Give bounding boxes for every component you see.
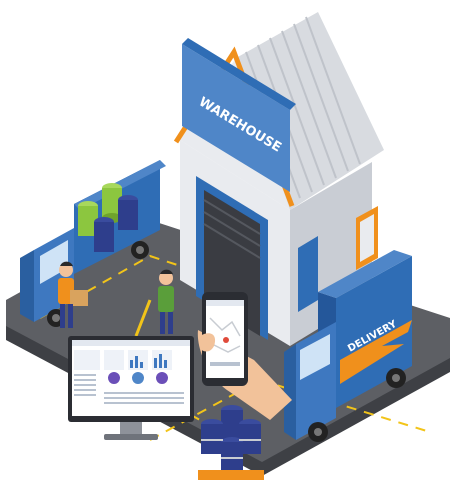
computer-monitor [68,336,194,440]
hand-holding-phone [197,292,292,420]
barrel-stack-bottom [198,405,264,480]
worker-with-hand-truck [134,269,174,337]
warehouse-sign: WAREHOUSE [182,38,296,192]
left-truck [20,160,166,327]
dashboard-screen [72,340,190,404]
worker-carrying-box [58,261,88,328]
warehouse-building [173,12,384,346]
barrel-group-truck [78,183,138,252]
delivery-truck: DELIVERY [284,250,412,442]
map-icon [206,300,244,366]
